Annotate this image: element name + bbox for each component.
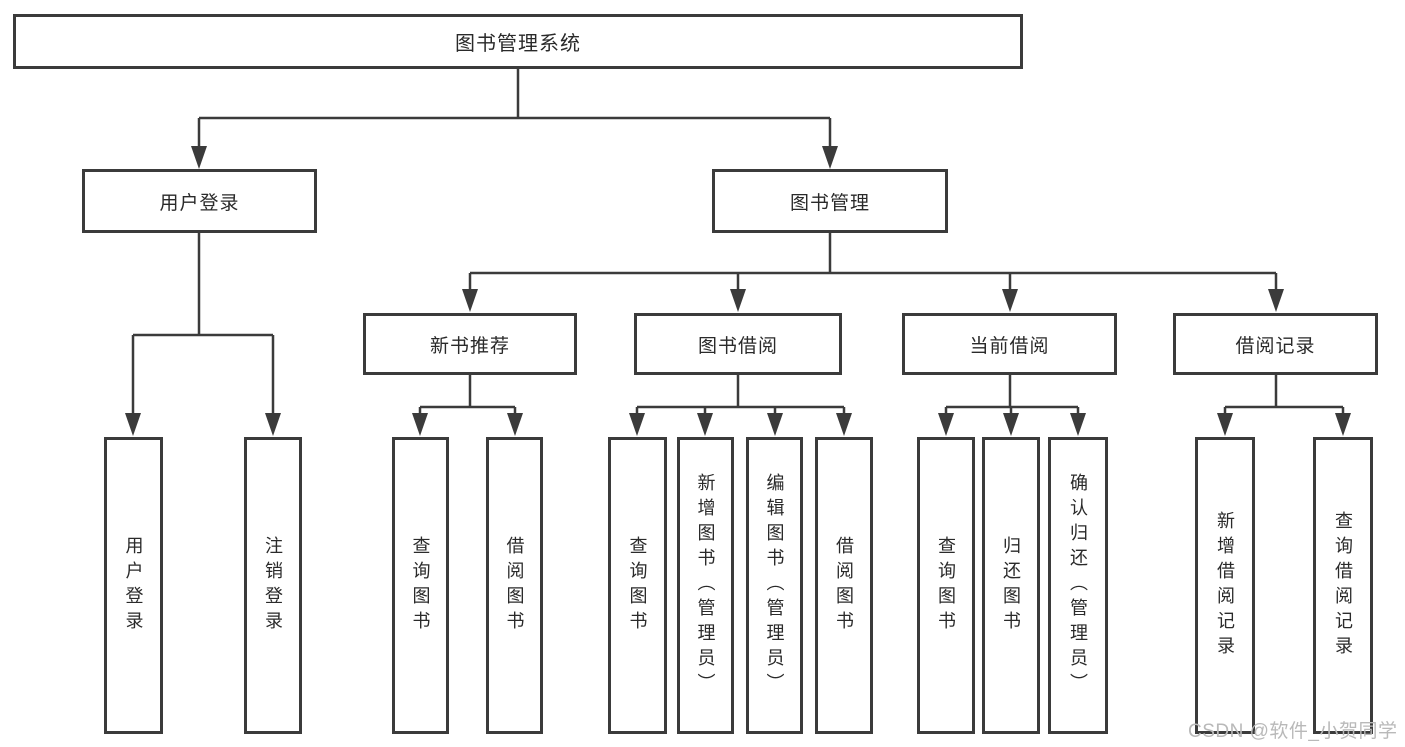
csdn-watermark: CSDN @软件_小贺同学 <box>1188 721 1398 742</box>
node-borrow-records: 借阅记录 <box>1173 313 1378 375</box>
leaf-label: 新增借阅记录 <box>1215 510 1235 661</box>
node-label: 图书管理 <box>789 192 870 214</box>
node-library-management-system: 图书管理系统 <box>13 14 1023 69</box>
node-label: 用户登录 <box>159 192 240 214</box>
node-user-login: 用户登录 <box>82 169 317 233</box>
node-book-management: 图书管理 <box>712 169 948 233</box>
leaf-query-books: 查询图书 <box>392 437 449 734</box>
leaf-label: 注销登录 <box>263 535 283 636</box>
leaf-add-books-admin: 新增图书（管理员） <box>677 437 734 734</box>
leaf-query-borrow-record: 查询借阅记录 <box>1313 437 1373 734</box>
leaf-label: 查询借阅记录 <box>1333 510 1353 661</box>
leaf-query-books: 查询图书 <box>608 437 667 734</box>
node-book-borrow: 图书借阅 <box>634 313 842 375</box>
leaf-borrow-books: 借阅图书 <box>815 437 873 734</box>
leaf-label: 查询图书 <box>410 535 431 636</box>
leaf-return-books: 归还图书 <box>982 437 1040 734</box>
leaf-logout: 注销登录 <box>244 437 302 734</box>
leaf-borrow-books: 借阅图书 <box>486 437 543 734</box>
node-label: 新书推荐 <box>429 335 510 357</box>
leaf-label: 借阅图书 <box>504 535 525 636</box>
leaf-user-login: 用户登录 <box>104 437 163 734</box>
leaf-confirm-return-admin: 确认归还（管理员） <box>1048 437 1108 734</box>
leaf-label: 确认归还（管理员） <box>1068 473 1088 698</box>
node-label: 当前借阅 <box>969 335 1050 357</box>
leaf-label: 新增图书（管理员） <box>695 473 716 698</box>
node-label: 借阅记录 <box>1235 335 1316 357</box>
node-label: 图书管理系统 <box>455 33 581 55</box>
leaf-label: 归还图书 <box>1001 535 1021 636</box>
leaf-query-books: 查询图书 <box>917 437 975 734</box>
leaf-edit-books-admin: 编辑图书（管理员） <box>746 437 803 734</box>
node-label: 图书借阅 <box>697 335 778 357</box>
node-new-book-recommend: 新书推荐 <box>363 313 577 375</box>
leaf-label: 查询图书 <box>936 535 956 636</box>
leaf-label: 借阅图书 <box>834 535 854 636</box>
leaf-label: 用户登录 <box>123 535 144 636</box>
leaf-label: 查询图书 <box>627 535 648 636</box>
leaf-add-borrow-record: 新增借阅记录 <box>1195 437 1255 734</box>
leaf-label: 编辑图书（管理员） <box>764 473 785 698</box>
node-current-borrow: 当前借阅 <box>902 313 1117 375</box>
